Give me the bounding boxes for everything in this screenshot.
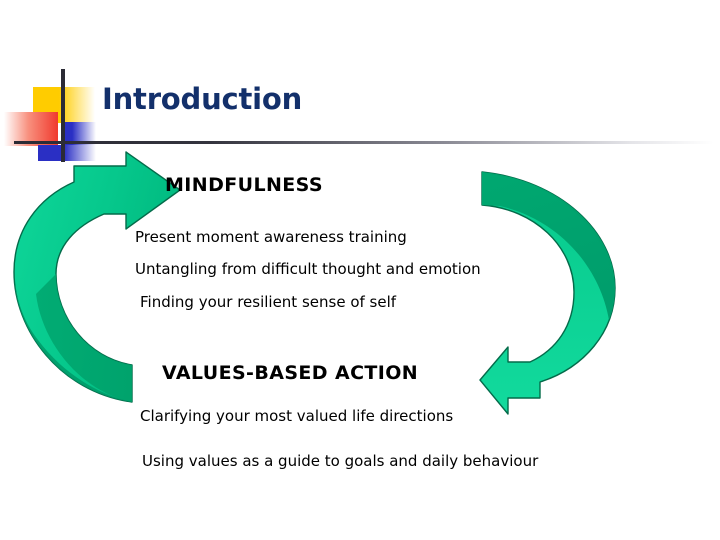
page-title: Introduction	[102, 82, 303, 116]
section-heading-values-based-action: VALUES-BASED ACTION	[162, 362, 419, 384]
values-bullet-1: Clarifying your most valued life directi…	[140, 407, 454, 425]
right-downward-arrow	[479, 171, 616, 415]
motif-blue-block-lower	[38, 145, 96, 161]
title-underline-rule	[14, 141, 714, 144]
values-bullet-2: Using values as a guide to goals and dai…	[142, 452, 539, 470]
mindfulness-bullet-2: Untangling from difficult thought and em…	[135, 260, 481, 278]
mindfulness-bullet-1: Present moment awareness training	[135, 228, 407, 246]
motif-vertical-rule	[61, 69, 65, 162]
motif-red-block	[4, 112, 58, 146]
mindfulness-bullet-3: Finding your resilient sense of self	[140, 293, 397, 311]
section-heading-mindfulness: MINDFULNESS	[165, 174, 323, 196]
